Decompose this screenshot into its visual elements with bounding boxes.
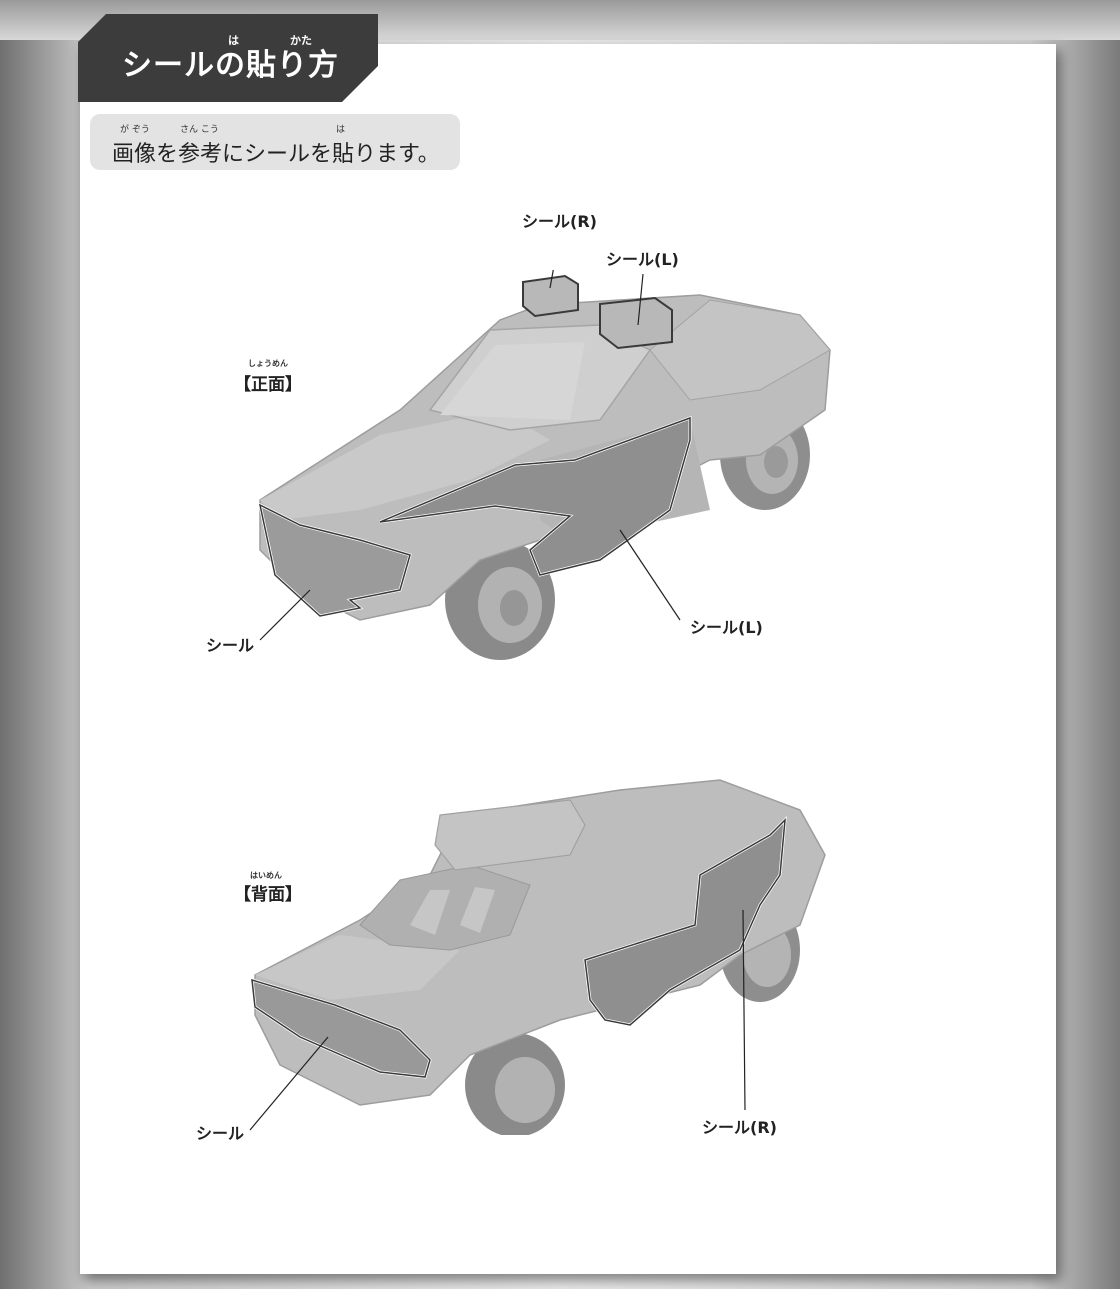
back-label-bumper: シール (196, 1124, 245, 1143)
front-view-label: 【正面】 (234, 375, 302, 395)
title-ruby-ha: は (228, 34, 239, 47)
back-car-illustration (249, 779, 826, 1135)
title-tab: は かた シールの貼り方 (78, 14, 378, 102)
title-ruby-kata: かた (290, 34, 312, 47)
back-label-side-r: シール(R) (702, 1118, 777, 1137)
back-view-ruby: はいめん (250, 871, 282, 880)
front-label-bumper: シール (206, 636, 255, 655)
front-label-roof-r: シール(R) (522, 212, 597, 231)
instruction-ruby-ha: は (336, 125, 346, 135)
back-view-label: 【背面】 (234, 885, 302, 905)
front-label-roof-l: シール(L) (606, 250, 679, 269)
instruction-ruby-sankou: さん こう (180, 125, 219, 135)
instruction-text: 画像を参考にシールを貼ります。 (112, 142, 440, 167)
instruction-sheet (80, 44, 1056, 1274)
front-label-side-l: シール(L) (690, 618, 763, 637)
instruction-box: が ぞう さん こう は 画像を参考にシールを貼ります。 (90, 114, 460, 170)
page-title: シールの貼り方 (122, 48, 339, 83)
instruction-ruby-gazou: が ぞう (120, 125, 150, 135)
front-view-ruby: しょうめん (248, 359, 288, 368)
front-car-illustration (257, 270, 831, 660)
